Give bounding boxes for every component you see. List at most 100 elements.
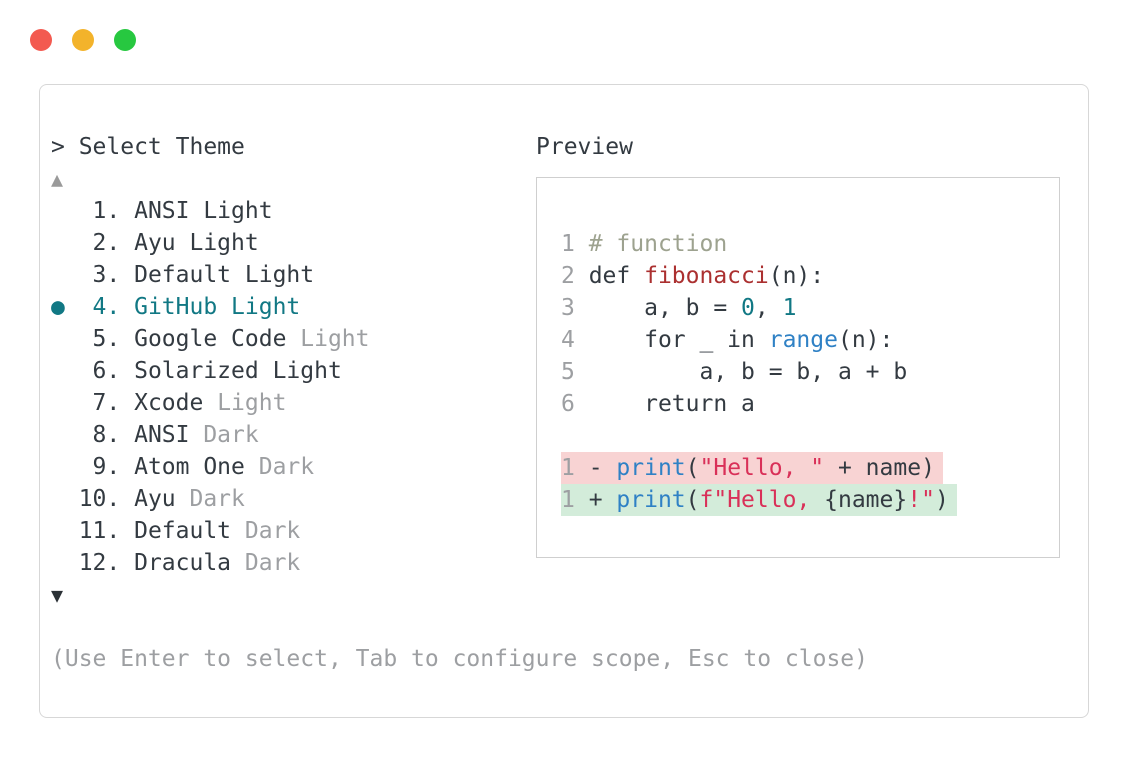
code-token: {name} [824,487,908,513]
theme-list-item-solarized-light[interactable]: 6. Solarized Light [51,355,370,387]
theme-list-item-ayu[interactable]: 10. Ayu Dark [51,483,370,515]
theme-number: 3. [78,262,135,288]
code-token: 1 [782,295,797,321]
preview-label: Preview [536,134,633,160]
theme-number: 6. [78,358,135,384]
theme-name: GitHub Light [134,294,301,320]
code-token: (n): [837,327,894,353]
theme-variant-muted: Dark [231,518,301,544]
theme-number: 9. [78,454,135,480]
theme-list-item-github-light[interactable]: ● 4. GitHub Light [51,291,370,323]
theme-list: 1. ANSI Light 2. Ayu Light 3. Default Li… [51,195,370,579]
theme-name: Solarized Light [134,358,342,384]
code-token: , [754,295,783,321]
close-button[interactable] [30,29,52,51]
theme-variant-muted: Dark [175,486,245,512]
theme-variant-muted: Light [203,390,287,416]
scroll-down-icon[interactable]: ▼ [51,583,64,607]
code-token: "Hello, " [699,455,825,481]
theme-list-item-ansi[interactable]: 8. ANSI Dark [51,419,370,451]
theme-variant-muted: Dark [244,454,315,480]
code-line: 4 for _ in range(n): [561,324,957,356]
theme-list-item-google-code[interactable]: 5. Google Code Light [51,323,370,355]
theme-list-item-dracula[interactable]: 12. Dracula Dark [51,547,370,579]
theme-number: 4. [78,294,135,320]
theme-list-item-default[interactable]: 11. Default Dark [51,515,370,547]
bullet-spacer [51,230,79,256]
bullet-spacer [51,358,79,384]
theme-number: 8. [78,422,135,448]
code-token: for _ in [588,327,769,353]
code-token: print [616,455,686,481]
diff-highlight-removed: 1 - print("Hello, " + name) [561,452,943,484]
diff-line-removed: 1 - print("Hello, " + name) [561,452,957,484]
code-token: f"Hello, [699,487,825,513]
theme-name: Default Light [134,262,315,288]
theme-name: ANSI Light [134,198,273,224]
line-number: 1 [561,455,589,481]
theme-variant-muted: Light [286,326,370,352]
bullet-spacer [51,486,79,512]
theme-variant-muted: Dark [189,422,259,448]
theme-list-item-atom-one[interactable]: 9. Atom One Dark [51,451,370,483]
selected-bullet-icon: ● [51,294,79,320]
line-number: 1 [561,231,589,257]
code-token: def [588,263,645,289]
minimize-button[interactable] [72,29,94,51]
code-token: a, b = [588,295,742,321]
code-token: ) [934,487,949,513]
bullet-spacer [51,262,79,288]
scroll-up-icon[interactable]: ▲ [51,167,64,191]
theme-name: Google Code [134,326,287,352]
code-token: range [768,327,838,353]
bullet-spacer [51,550,79,576]
theme-number: 5. [78,326,135,352]
page-title: > Select Theme [51,134,245,160]
theme-name: Xcode [134,390,204,416]
code-token: fibonacci [644,263,769,289]
theme-list-item-default-light[interactable]: 3. Default Light [51,259,370,291]
code-token: + name) [824,455,935,481]
code-token: return a [588,391,755,417]
code-line: 1 # function [561,228,957,260]
theme-variant-muted: Dark [231,550,301,576]
line-number: 5 [561,359,589,385]
window-controls [30,29,136,51]
code-token: (n): [768,263,825,289]
code-line: 5 a, b = b, a + b [561,356,957,388]
line-number: 4 [561,327,589,353]
theme-name: Ayu [134,486,176,512]
line-number: 2 [561,263,589,289]
code-token: !" [907,487,935,513]
zoom-button[interactable] [114,29,136,51]
footer-hint: (Use Enter to select, Tab to configure s… [51,646,868,672]
theme-list-item-xcode[interactable]: 7. Xcode Light [51,387,370,419]
theme-name: Ayu Light [134,230,259,256]
theme-name: ANSI [134,422,190,448]
theme-number: 7. [78,390,135,416]
line-number: 1 [561,487,589,513]
code-token: # function [588,231,728,257]
theme-list-item-ansi-light[interactable]: 1. ANSI Light [51,195,370,227]
theme-number: 11. [78,518,135,544]
theme-number: 2. [78,230,135,256]
code-token: + [588,487,617,513]
bullet-spacer [51,198,79,224]
theme-list-item-ayu-light[interactable]: 2. Ayu Light [51,227,370,259]
theme-name: Dracula [134,550,232,576]
code-line: 2 def fibonacci(n): [561,260,957,292]
bullet-spacer [51,422,79,448]
theme-number: 1. [78,198,135,224]
theme-number: 10. [78,486,135,512]
code-token: 0 [741,295,755,321]
diff-line-added: 1 + print(f"Hello, {name}!") [561,484,957,516]
code-token: ( [685,455,700,481]
theme-number: 12. [78,550,135,576]
line-number: 3 [561,295,589,321]
code-token: ( [685,487,700,513]
theme-name: Atom One [134,454,245,480]
bullet-spacer [51,454,79,480]
code-line: 3 a, b = 0, 1 [561,292,957,324]
